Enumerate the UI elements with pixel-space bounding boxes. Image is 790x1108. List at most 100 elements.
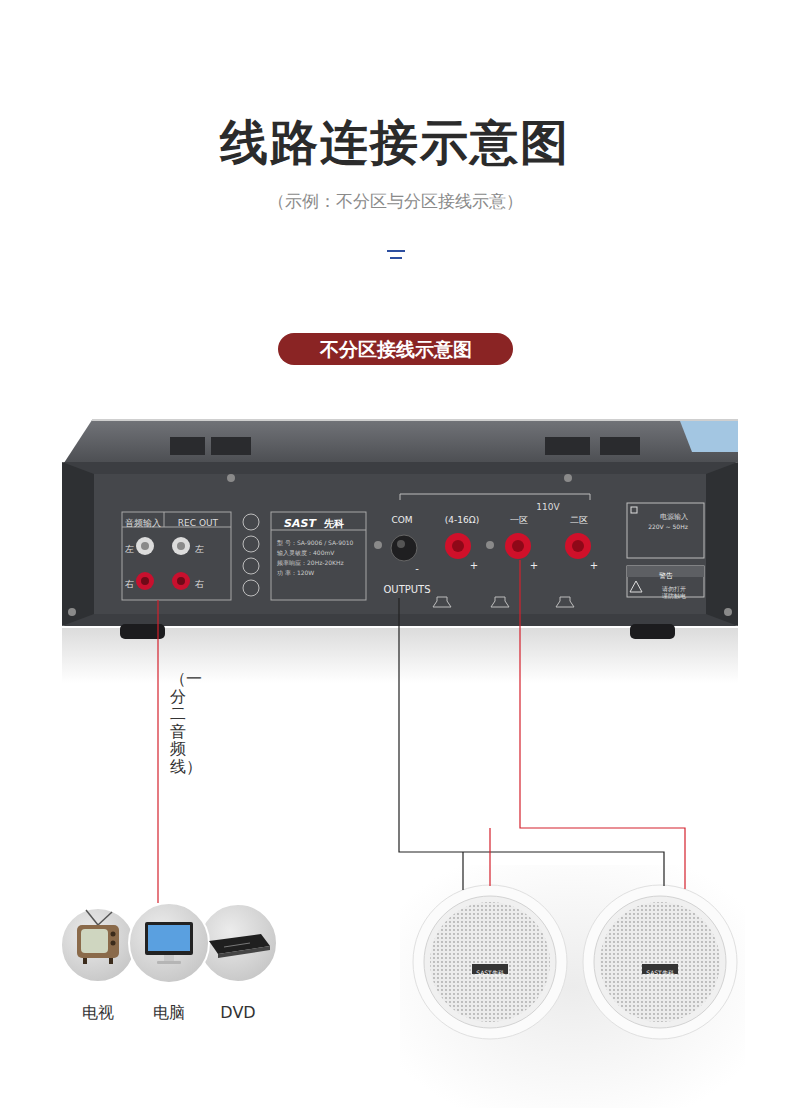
warning-text: 谨防触电 <box>662 592 686 599</box>
speaker-wire-red <box>490 560 685 889</box>
vent <box>211 437 251 455</box>
amp-rear <box>62 462 738 626</box>
channel-label: 左 <box>125 544 134 555</box>
lid-edge <box>92 419 738 421</box>
warning-text: 请勿打开 <box>662 585 686 592</box>
warning-triangle <box>630 581 642 592</box>
warning-title: 警告 <box>659 572 673 580</box>
tv-leg <box>83 958 87 964</box>
screw <box>486 541 494 549</box>
audio-cable <box>157 600 158 903</box>
device-circle <box>129 903 209 983</box>
cert-icon <box>243 536 259 552</box>
tv-antenna <box>98 912 112 925</box>
polarity-mark: + <box>590 560 598 572</box>
panel-header: 音频输入 <box>125 518 161 529</box>
text-anchor: - <box>415 557 419 576</box>
vent <box>545 437 590 455</box>
spec-line: 型 号：SA-9006 / SA-9010 <box>277 539 353 546</box>
terminal-label: 二区 <box>570 515 588 526</box>
source-device: 电脑 <box>129 903 209 983</box>
channel-label: 左 <box>195 544 204 555</box>
text-anchor: 先科 <box>324 512 344 531</box>
text-anchor: 左 <box>125 537 134 556</box>
amp-panel <box>94 474 706 614</box>
subtitle-text: （示例：不分区与分区接线示意） <box>268 191 523 211</box>
power-spec: 220V ~ 50Hz <box>648 523 688 530</box>
text-anchor: 左 <box>195 537 204 556</box>
ceiling-speaker <box>413 885 567 1039</box>
device-circle <box>61 908 135 982</box>
terminal-core <box>512 540 524 552</box>
terminal-highlight <box>397 540 405 548</box>
text-anchor: 警告 <box>659 563 673 582</box>
lid-sticker <box>680 421 738 452</box>
terminal-label: (4-16Ω) <box>445 515 479 526</box>
speaker-grille <box>430 902 550 1022</box>
rca-jack-white <box>136 537 154 555</box>
text-anchor: 220V ~ 50Hz <box>648 514 688 533</box>
com-terminal <box>391 535 417 561</box>
power-label: 电源输入 <box>660 513 688 521</box>
screw <box>374 541 382 549</box>
text-anchor: COM <box>391 508 412 527</box>
audio-input-panel: 音频输入REC OUT <box>122 512 231 600</box>
speaker-ground <box>400 865 745 1108</box>
tv-antenna <box>86 910 98 925</box>
dvd-tray <box>224 943 250 947</box>
input-panel-outline <box>122 512 231 600</box>
rca-jack-white <box>172 537 190 555</box>
rca-jack-red <box>172 572 190 590</box>
red-terminal <box>445 533 471 559</box>
device-label: DVD <box>199 1003 277 1022</box>
power-symbol <box>631 507 637 513</box>
channel-label: 右 <box>195 579 204 590</box>
speaker-ring <box>594 896 726 1028</box>
panel-divider <box>164 512 165 527</box>
tv-screen <box>81 929 108 953</box>
device-label: 电视 <box>61 1003 135 1022</box>
speaker-wire-black <box>399 598 664 890</box>
text-anchor: (4-16Ω) <box>445 508 479 527</box>
text-anchor: 输入灵敏度：400mV <box>277 540 334 559</box>
text-anchor: + <box>470 554 478 573</box>
amp-foot <box>630 624 675 639</box>
red-terminal <box>565 533 591 559</box>
output-bracket <box>400 494 590 500</box>
cert-icon <box>243 558 259 574</box>
monitor-base <box>157 961 181 964</box>
text-anchor: 线路连接示意图 <box>220 114 570 172</box>
speaker-brand: SAST先科 <box>646 969 674 976</box>
text-anchor: 二区 <box>570 508 588 527</box>
rca-jack-red <box>136 572 154 590</box>
screw <box>564 474 572 482</box>
text-anchor: 110V <box>536 495 559 514</box>
pill-text: 不分区接线示意图 <box>320 338 472 361</box>
dvd-front <box>218 946 270 958</box>
tv-leg <box>109 958 113 964</box>
polarity-mark: - <box>415 563 419 575</box>
monitor <box>145 922 193 955</box>
text-anchor: 谨防触电 <box>662 583 686 602</box>
text-anchor: 型 号：SA-9006 / SA-9010 <box>277 530 353 549</box>
polarity-mark: + <box>470 560 478 572</box>
deco-line <box>390 257 402 259</box>
title-text: 线路连接示意图 <box>220 114 570 172</box>
deco-line <box>387 250 405 252</box>
terminal-label: 一区 <box>510 515 528 526</box>
channel-label: 右 <box>125 579 134 590</box>
terminal-label: COM <box>391 515 412 526</box>
text-anchor: SAST先科 <box>476 960 504 979</box>
rca-core <box>141 577 149 585</box>
cert-icon <box>243 580 259 596</box>
cable-label: （一分二音频线） <box>170 670 186 776</box>
brand-name: SAST <box>284 517 316 530</box>
rca-core <box>177 577 185 585</box>
cert-icon <box>243 514 259 530</box>
ceiling-speaker <box>583 885 737 1039</box>
text-anchor: （示例：不分区与分区接线示意） <box>268 191 523 211</box>
text-anchor: OUTPUTS <box>383 578 430 597</box>
vent <box>170 437 205 455</box>
amp-bevel <box>706 462 738 626</box>
